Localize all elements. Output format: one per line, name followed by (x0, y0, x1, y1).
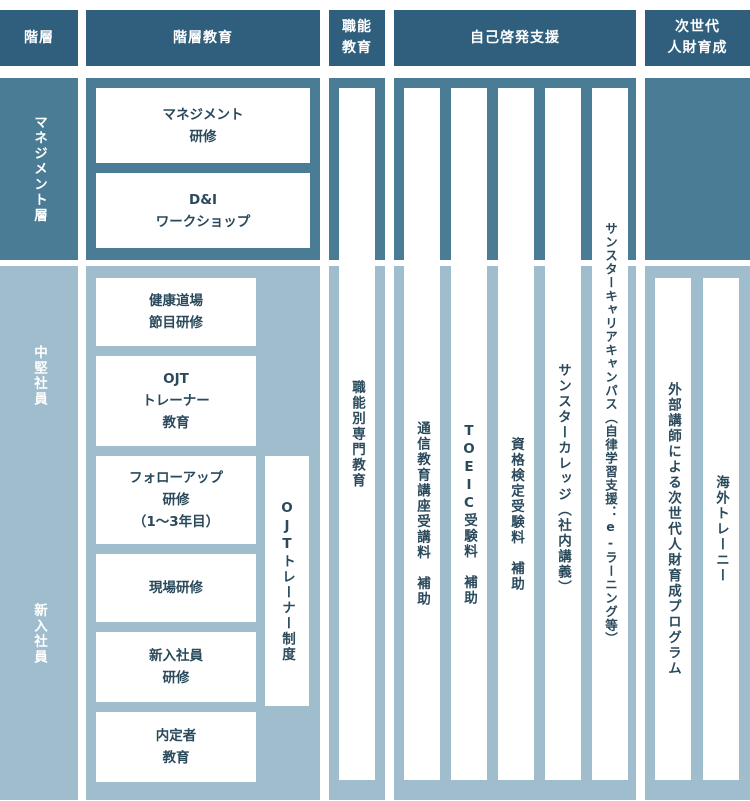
toeic-label: TOEIC受験料 補助 (461, 422, 477, 606)
header-tier-education: 階層教育 (86, 10, 320, 66)
level-new-hire-label: 新入社員 (31, 603, 47, 665)
level-management: マネジメント層 (0, 78, 78, 260)
new-hire-training-box: 新入社員 研修 (96, 632, 256, 702)
health-training-box: 健康道場 節目研修 (96, 278, 256, 346)
certification-label: 資格検定受験料 補助 (508, 436, 524, 592)
career-campus-column: サンスターキャリアキャンパス（自律学習支援：e-ラーニング等） (592, 88, 628, 780)
onsite-training-box: 現場研修 (96, 554, 256, 622)
header-next-generation: 次世代 人財育成 (645, 10, 750, 66)
followup-training-box: フォローアップ 研修 （1〜3年目） (96, 456, 256, 544)
level-new-hire: 新入社員 (0, 584, 78, 684)
certification-column: 資格検定受験料 補助 (498, 88, 534, 780)
sunstar-college-column: サンスターカレッジ（社内講義） (545, 88, 581, 780)
level-lower-band: 中堅社員 新入社員 (0, 266, 78, 800)
ojt-trainer-system-box: OJTトレーナー制度 (265, 456, 309, 706)
level-mid-career-label: 中堅社員 (31, 345, 47, 407)
offer-holder-education-box: 内定者 教育 (96, 712, 256, 782)
overseas-trainee-column: 海外トレーニー (703, 278, 739, 780)
di-workshop-box: D&I ワークショップ (96, 173, 310, 248)
level-management-label: マネジメント層 (31, 114, 47, 224)
next-gen-program-column: 外部講師による次世代人財育成プログラム (655, 278, 691, 780)
correspondence-course-label: 通信教育講座受講料 補助 (414, 421, 430, 607)
management-training-box: マネジメント 研修 (96, 88, 310, 163)
ojt-trainer-education-box: OJT トレーナー 教育 (96, 356, 256, 446)
correspondence-course-column: 通信教育講座受講料 補助 (404, 88, 440, 780)
toeic-column: TOEIC受験料 補助 (451, 88, 487, 780)
header-job-education: 職能 教育 (329, 10, 385, 66)
job-education-column: 職能別専門教育 (339, 88, 375, 780)
sunstar-college-label: サンスターカレッジ（社内講義） (555, 362, 571, 596)
header-self-development: 自己啓発支援 (394, 10, 636, 66)
header-level: 階層 (0, 10, 78, 66)
next-gen-management-band (645, 78, 750, 260)
level-mid-career: 中堅社員 (0, 326, 78, 426)
career-campus-label: サンスターキャリアキャンパス（自律学習支援：e-ラーニング等） (603, 222, 618, 646)
overseas-trainee-label: 海外トレーニー (713, 474, 729, 584)
ojt-trainer-system-label: OJTトレーナー制度 (279, 499, 295, 663)
next-gen-program-label: 外部講師による次世代人財育成プログラム (665, 381, 681, 677)
job-education-label: 職能別専門教育 (349, 379, 365, 489)
